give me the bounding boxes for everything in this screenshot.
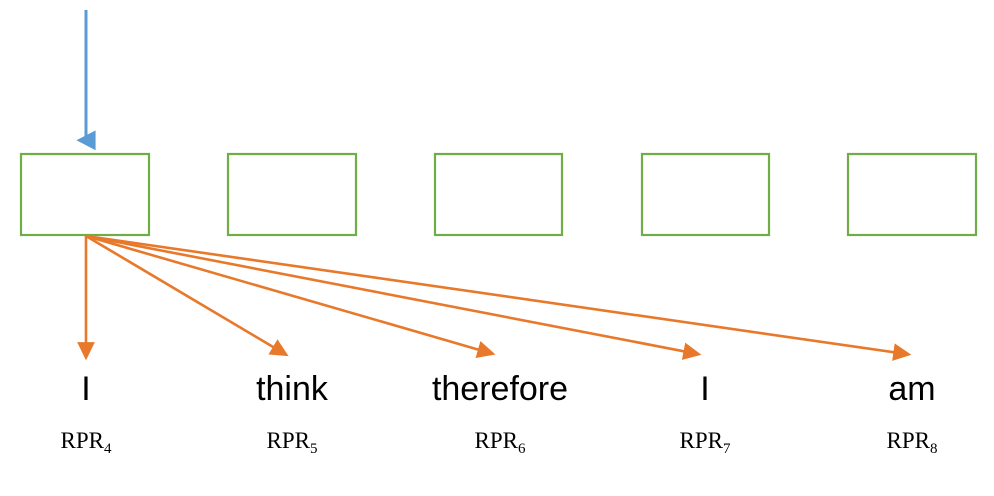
rpr-base-4: RPR [679,428,723,453]
token-word-1: I [81,370,91,408]
token-rpr-label-5: RPR8 [832,428,992,457]
rpr-index-1: 4 [103,441,112,457]
rpr-base-2: RPR [266,428,310,453]
token-rpr-label-4: RPR7 [625,428,785,457]
token-word-2: think [256,370,328,408]
rpr-base-1: RPR [60,428,104,453]
token-rpr-label-1: RPR4 [6,428,166,457]
box-4[interactable] [640,152,771,237]
rpr-base-3: RPR [474,428,518,453]
token-word-5: am [888,370,936,408]
box-3[interactable] [433,152,564,237]
rpr-index-4: 7 [722,441,731,457]
token-rpr-label-2: RPR5 [212,428,372,457]
token-rpr-label-3: RPR6 [420,428,580,457]
output-arrow-5 [85,234,912,361]
rpr-base-5: RPR [886,428,930,453]
output-arrow-2 [85,234,289,357]
box-5[interactable] [846,152,978,237]
representation-boxes-group [19,152,978,237]
rpr-index-5: 8 [929,441,938,457]
output-arrow-3 [85,234,496,358]
rpr-index-2: 5 [309,441,318,457]
output-arrows-group [77,234,912,361]
token-word-4: I [700,370,710,408]
rpr-index-3: 6 [517,441,526,457]
box-1[interactable] [19,152,151,237]
box-2[interactable] [226,152,358,237]
token-word-3: therefore [431,370,569,408]
output-arrow-4 [85,234,702,360]
